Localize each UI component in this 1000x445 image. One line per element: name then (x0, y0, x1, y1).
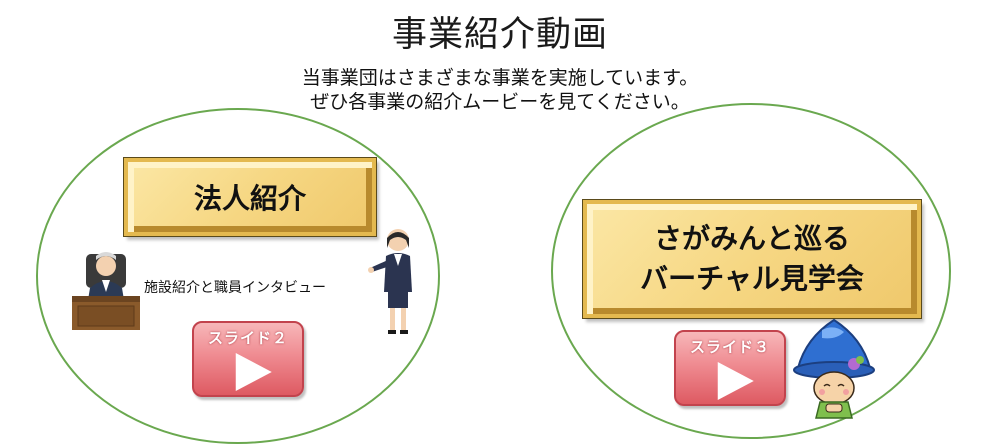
section-2-heading-line-2: バーチャル見学会 (640, 262, 864, 295)
slide-2-button-label: スライド２ (207, 329, 288, 347)
section-1-caption: 施設紹介と職員インタビュー (144, 280, 326, 296)
slide-3-button[interactable]: スライド３ (674, 330, 786, 406)
intro-text: 当事業団はさまざまな事業を実施しています。 ぜひ各事業の紹介ムービーを見てくださ… (0, 66, 1000, 114)
section-ring-1 (36, 108, 440, 444)
section-ring-2 (551, 103, 951, 439)
section-1-heading-line-1: 法人紹介 (193, 182, 306, 215)
page-title: 事業紹介動画 (391, 15, 608, 55)
section-2-heading-line-1: さがみんと巡る (653, 222, 850, 255)
sagamin-mascot-illustration (793, 318, 875, 419)
play-icon (235, 353, 272, 391)
businessman-at-desk-illustration (72, 252, 140, 330)
intro-line-1: 当事業団はさまざまな事業を実施しています。 (301, 67, 699, 89)
slide-2-button[interactable]: スライド２ (192, 321, 304, 397)
intro-line-2: ぜひ各事業の紹介ムービーを見てください。 (310, 91, 690, 113)
section-1-heading[interactable]: 法人紹介 (124, 158, 376, 236)
businesswoman-pointing-illustration (368, 229, 412, 334)
play-icon (717, 362, 754, 400)
slide-3-button-label: スライド３ (689, 338, 770, 356)
section-2-heading[interactable]: さがみんと巡る バーチャル見学会 (583, 200, 921, 318)
